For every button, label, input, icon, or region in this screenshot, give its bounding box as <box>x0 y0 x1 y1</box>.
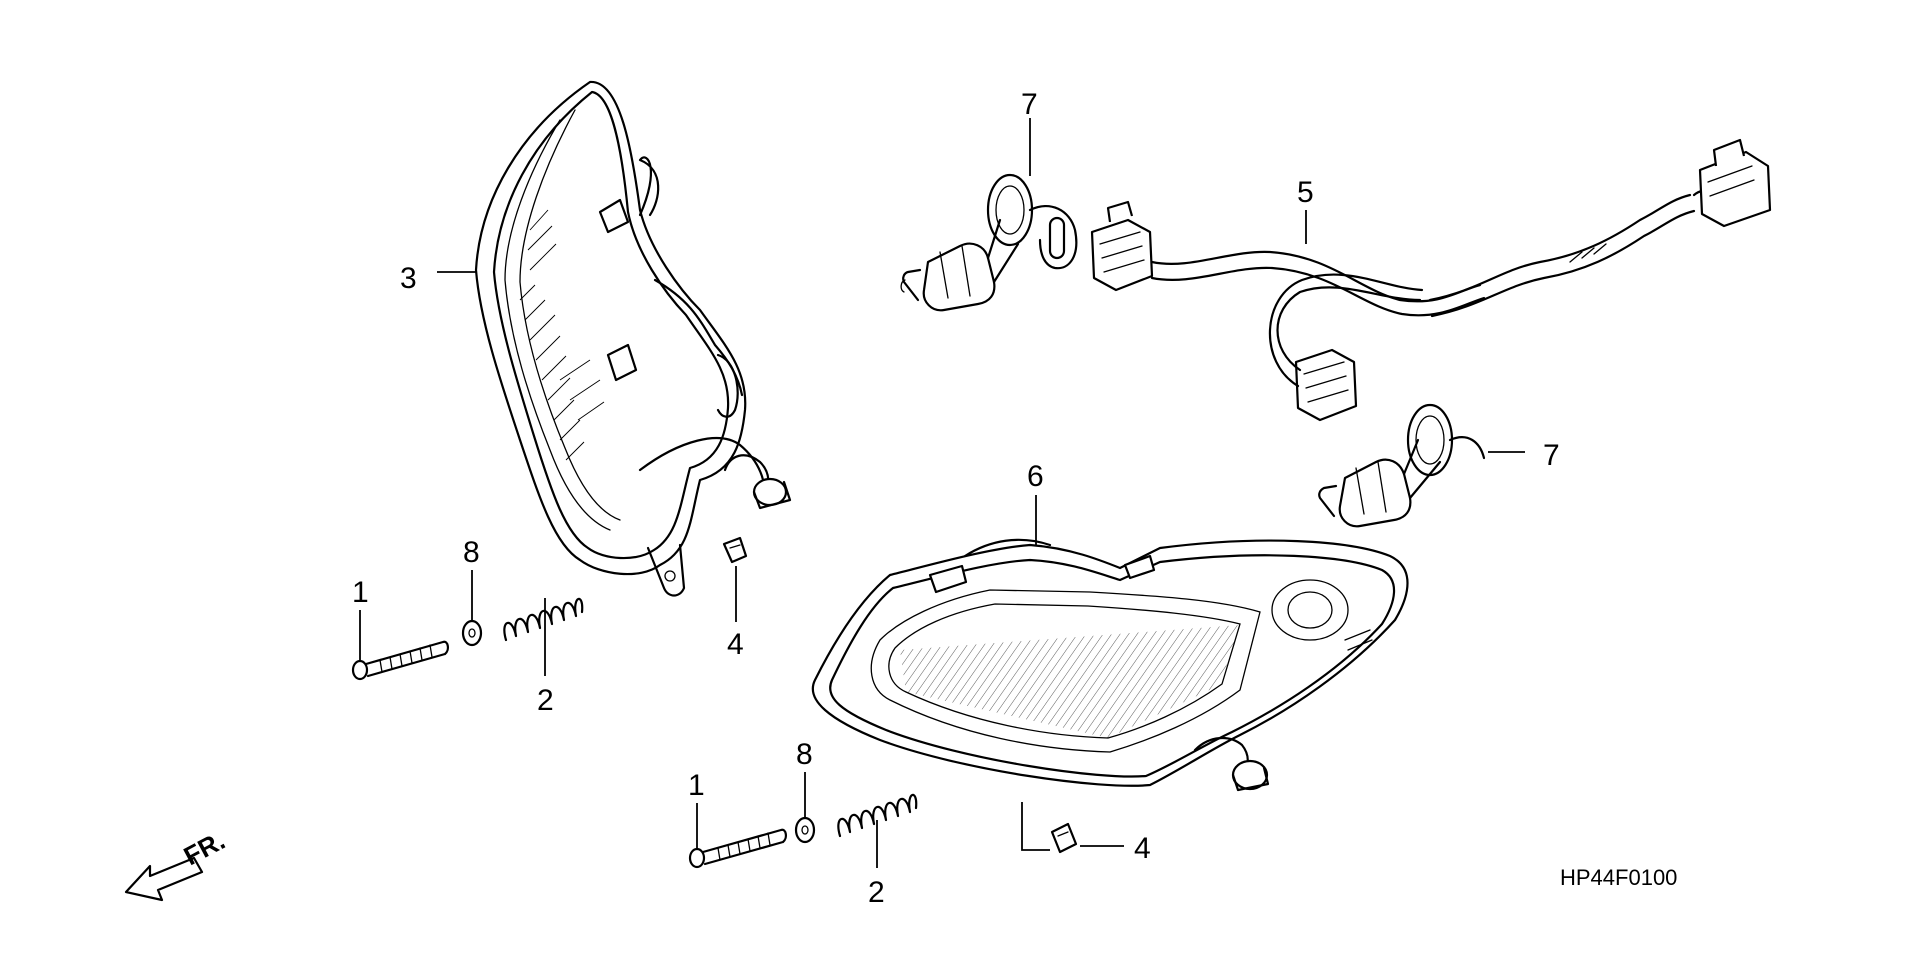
washer-right <box>794 816 816 844</box>
callout-1-left: 1 <box>352 576 369 609</box>
callout-2-left: 2 <box>537 684 554 717</box>
adjusting-screw-left <box>351 640 449 681</box>
callout-3: 3 <box>400 262 417 295</box>
callout-7-lower: 7 <box>1543 439 1560 472</box>
front-direction-arrow: FR. <box>124 825 230 902</box>
callout-6: 6 <box>1027 460 1044 493</box>
drawing-code: HP44F0100 <box>1560 865 1677 890</box>
callout-2-right: 2 <box>868 876 885 909</box>
callout-5: 5 <box>1297 176 1314 209</box>
left-headlight-unit <box>474 80 792 597</box>
callout-8-left: 8 <box>463 536 480 569</box>
clip-nut-left <box>722 536 748 564</box>
clip-nut-right <box>1050 822 1078 854</box>
wire-harness <box>1090 138 1772 422</box>
callout-4-right: 4 <box>1134 832 1151 865</box>
headlight-bulb-upper <box>900 173 1078 312</box>
headlight-bulb-lower <box>1318 403 1486 528</box>
callout-1-right: 1 <box>688 769 705 802</box>
spring-right <box>837 793 918 838</box>
spring-left <box>503 597 584 642</box>
callout-7-upper: 7 <box>1021 88 1038 121</box>
callout-4-left: 4 <box>727 628 744 661</box>
right-headlight-unit <box>811 538 1409 792</box>
leader-lines <box>359 118 1525 868</box>
washer-left <box>461 619 483 647</box>
adjusting-screw-right <box>688 828 787 869</box>
callout-labels: 1 8 2 3 4 7 5 7 6 8 1 2 4 <box>352 88 1560 909</box>
callout-8-right: 8 <box>796 738 813 771</box>
